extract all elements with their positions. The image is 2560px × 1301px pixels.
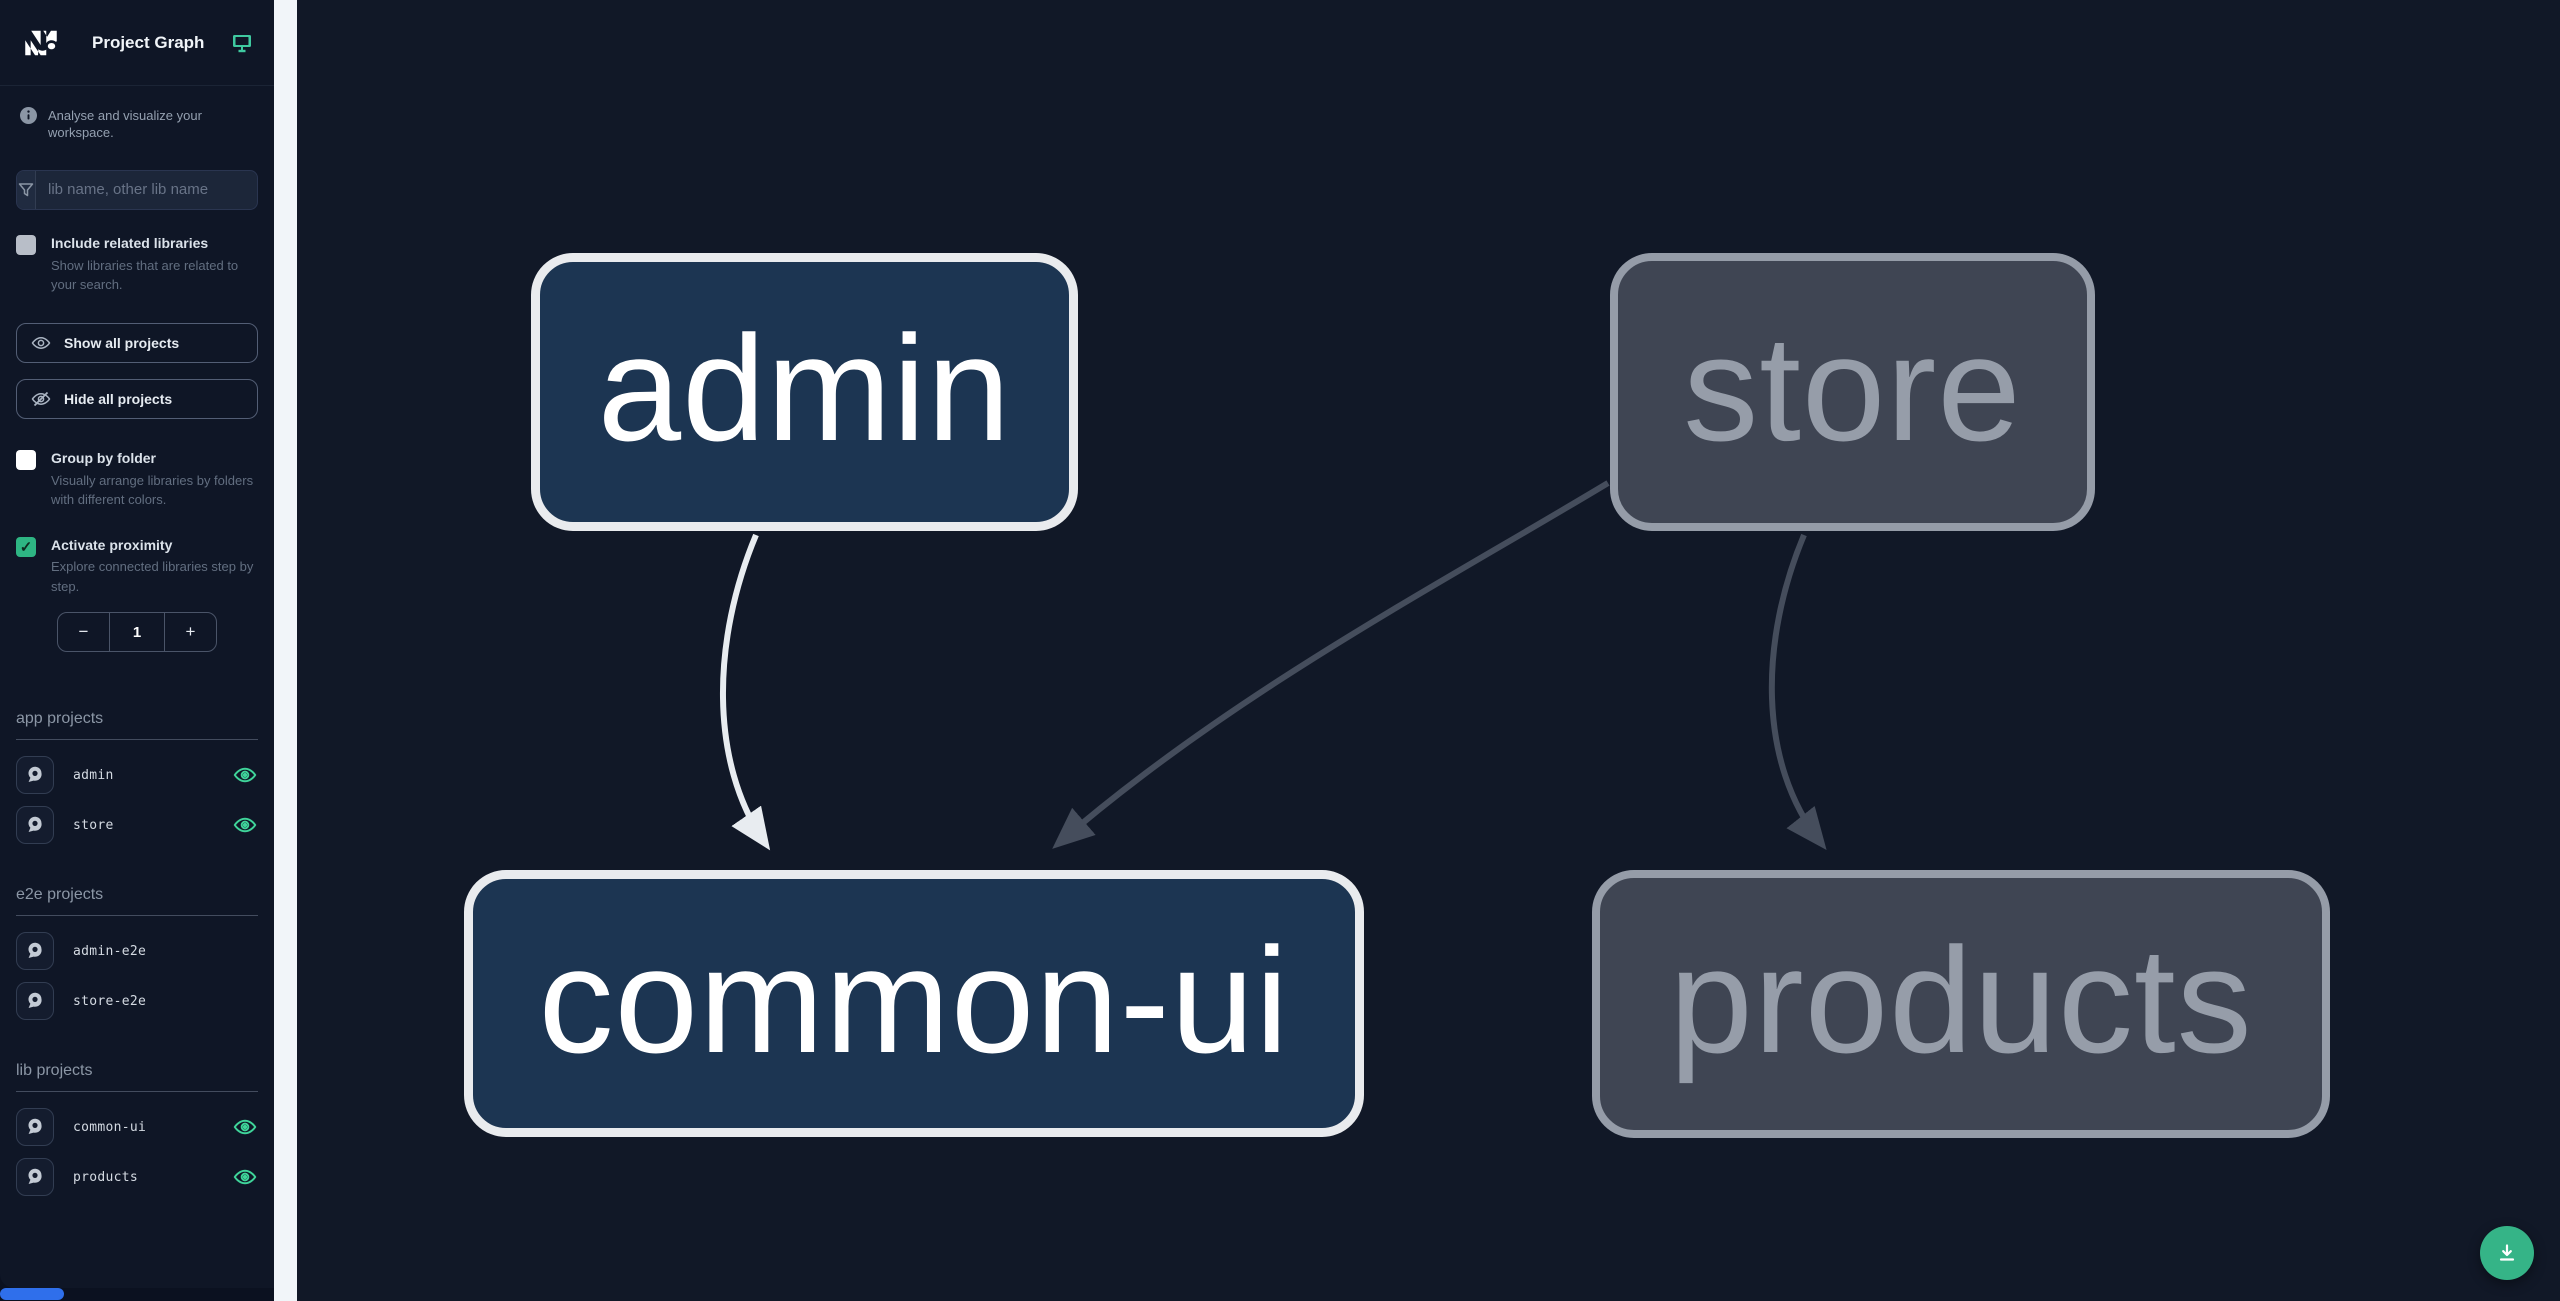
- project-list-item: store: [16, 804, 258, 846]
- group-by-folder-label: Group by folder: [51, 449, 156, 466]
- project-section: lib projects common-ui products: [16, 1062, 258, 1198]
- download-icon: [2499, 1244, 2515, 1261]
- show-all-label: Show all projects: [64, 334, 180, 351]
- graph-node-label: products: [1669, 916, 2253, 1084]
- focus-project-icon: [28, 817, 42, 833]
- filter-icon: [17, 170, 36, 209]
- project-name: store: [73, 817, 114, 833]
- project-list-item: products: [16, 1156, 258, 1198]
- section-title: lib projects: [16, 1062, 258, 1093]
- project-sections: app projects admin store e2e projects admin-…: [0, 710, 274, 1278]
- project-section: e2e projects admin-e2e store-e2e: [16, 886, 258, 1022]
- sidebar-header: Project Graph: [0, 0, 274, 86]
- edge-store-to-common-ui: [1052, 480, 1610, 849]
- edge-admin-to-common-ui: [719, 533, 771, 851]
- graph-node-label: admin: [597, 304, 1012, 472]
- activate-proximity-option: ✓ Activate proximity Explore connected l…: [16, 536, 258, 597]
- section-title: e2e projects: [16, 886, 258, 917]
- tagline-text: Analyse and visualize your workspace.: [48, 108, 202, 140]
- edge-store-to-products: [1768, 533, 1827, 851]
- focus-project-button[interactable]: [16, 756, 54, 795]
- page-title: Project Graph: [92, 32, 205, 52]
- show-all-projects-button[interactable]: Show all projects: [16, 322, 258, 363]
- proximity-stepper: − 1 +: [57, 612, 217, 653]
- toggle-visibility-eye-icon: [233, 768, 257, 783]
- proximity-increment-button[interactable]: +: [165, 613, 216, 651]
- project-name: admin: [73, 767, 114, 783]
- focus-project-button[interactable]: [16, 1158, 54, 1197]
- include-related-checkbox[interactable]: ✓: [16, 234, 36, 255]
- project-section: app projects admin store: [16, 710, 258, 846]
- graph-node-store[interactable]: store: [1610, 253, 2095, 531]
- proximity-decrement-button[interactable]: −: [58, 613, 109, 651]
- include-related-label: Include related libraries: [51, 234, 209, 251]
- graph-node-common-ui[interactable]: common-ui: [464, 870, 1364, 1137]
- hide-all-projects-button[interactable]: Hide all projects: [16, 378, 258, 419]
- activate-proximity-label: Activate proximity: [51, 536, 173, 553]
- focus-project-button[interactable]: [16, 1108, 54, 1147]
- toggle-project-visibility-button[interactable]: [232, 1114, 258, 1140]
- project-name: admin-e2e: [73, 943, 147, 959]
- focus-project-icon: [28, 1119, 42, 1135]
- activate-proximity-checkbox[interactable]: ✓: [16, 536, 36, 557]
- project-list-item: admin-e2e: [16, 930, 258, 972]
- proximity-value: 1: [109, 613, 165, 652]
- graph-canvas: admin store common-ui products: [297, 0, 2560, 1301]
- horizontal-scrollbar-thumb[interactable]: [0, 1288, 64, 1300]
- panel-resize-handle[interactable]: [274, 0, 297, 1301]
- section-title: app projects: [16, 710, 258, 741]
- toggle-visibility-eye-icon: [233, 1120, 257, 1135]
- workspace-tagline: Analyse and visualize your workspace.: [0, 86, 274, 142]
- focus-project-icon: [28, 943, 42, 959]
- group-by-folder-option: ✓ Group by folder Visually arrange libra…: [16, 449, 258, 510]
- focus-project-icon: [28, 767, 42, 783]
- focus-project-icon: [28, 993, 42, 1009]
- activate-proximity-description: Explore connected libraries step by step…: [51, 559, 254, 594]
- graph-node-label: store: [1683, 304, 2022, 472]
- sidebar: Project Graph Analyse and visualize your…: [0, 0, 274, 1288]
- hide-all-label: Hide all projects: [64, 390, 173, 407]
- eye-icon: [31, 336, 51, 349]
- theme-monitor-icon[interactable]: [230, 31, 254, 55]
- toggle-project-visibility-button[interactable]: [232, 812, 258, 838]
- focus-project-button[interactable]: [16, 982, 54, 1021]
- nx-logo: [25, 30, 57, 55]
- include-related-description: Show libraries that are related to your …: [51, 257, 239, 293]
- toggle-visibility-eye-icon: [233, 818, 257, 833]
- download-image-button[interactable]: [2480, 1226, 2534, 1280]
- project-list-item: common-ui: [16, 1106, 258, 1148]
- toggle-project-visibility-button[interactable]: [232, 1164, 258, 1190]
- project-list-item: admin: [16, 754, 258, 796]
- group-by-folder-description: Visually arrange libraries by folders wi…: [51, 472, 254, 508]
- project-list-item: store-e2e: [16, 980, 258, 1022]
- project-name: common-ui: [73, 1119, 147, 1135]
- eye-off-icon: [31, 391, 51, 406]
- graph-node-label: common-ui: [538, 915, 1290, 1084]
- graph-node-admin[interactable]: admin: [531, 253, 1078, 531]
- project-name: store-e2e: [73, 993, 147, 1009]
- search-input[interactable]: [36, 170, 257, 209]
- graph-node-products[interactable]: products: [1592, 870, 2330, 1138]
- focus-project-icon: [28, 1169, 42, 1185]
- toggle-project-visibility-button[interactable]: [232, 762, 258, 788]
- project-name: products: [73, 1169, 139, 1185]
- focus-project-button[interactable]: [16, 806, 54, 845]
- toggle-visibility-eye-icon: [233, 1170, 257, 1185]
- group-by-folder-checkbox[interactable]: ✓: [16, 449, 36, 470]
- info-icon: [20, 107, 37, 124]
- search-box: [16, 169, 258, 210]
- focus-project-button[interactable]: [16, 932, 54, 971]
- include-related-option: ✓ Include related libraries Show librari…: [16, 234, 258, 295]
